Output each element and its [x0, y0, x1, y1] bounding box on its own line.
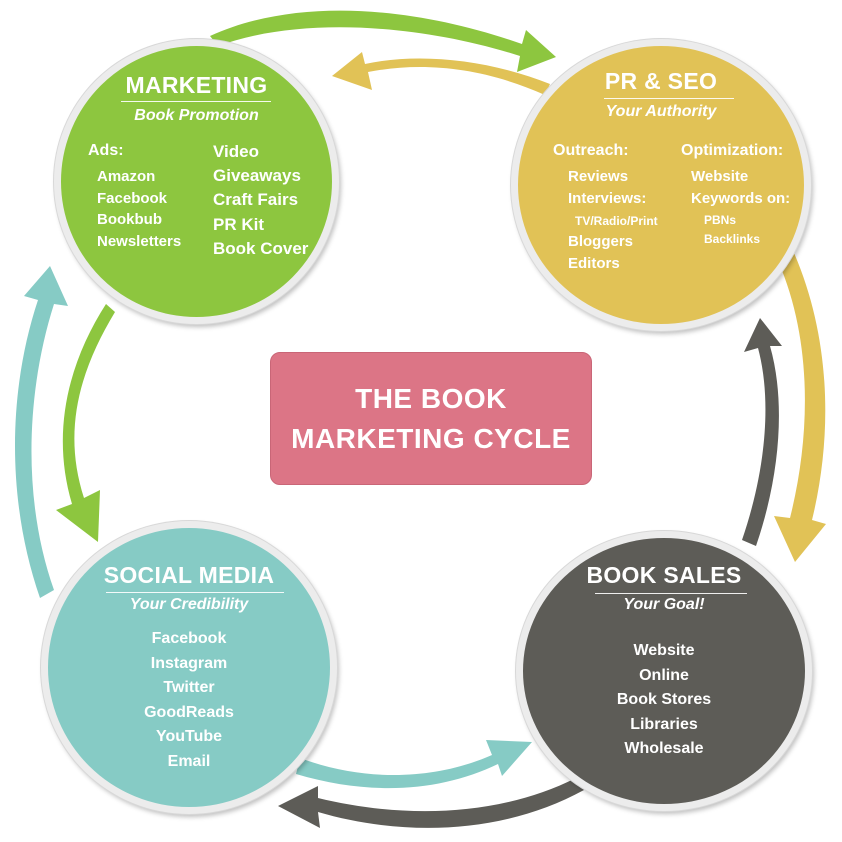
- pr-seo-outreach-item: Reviews: [568, 168, 629, 185]
- marketing-ad-item: Amazon: [97, 168, 156, 185]
- book-sales-item: Libraries: [630, 715, 698, 733]
- arrow-marketing-to-pr: [210, 10, 556, 72]
- marketing-title: MARKETING: [125, 72, 268, 98]
- pr-seo-keyword-item: Backlinks: [704, 232, 761, 246]
- social-media-item: Facebook: [151, 630, 227, 647]
- book-sales-node: BOOK SALES Your Goal! Website Online Boo…: [516, 531, 812, 811]
- arrow-sales-to-pr: [742, 318, 782, 546]
- arrow-marketing-to-social: [56, 304, 115, 542]
- book-sales-subtitle: Your Goal!: [623, 596, 705, 613]
- marketing-item: Craft Fairs: [213, 190, 299, 209]
- pr-seo-outreach-item: Editors: [568, 255, 620, 272]
- pr-seo-title: PR & SEO: [604, 68, 718, 94]
- pr-seo-outreach-item: Bloggers: [568, 233, 634, 250]
- marketing-ad-item: Bookbub: [97, 211, 162, 228]
- social-media-item: Instagram: [150, 654, 228, 672]
- book-sales-list: Website Online Book Stores Libraries Who…: [523, 639, 805, 762]
- center-title-line: MARKETING CYCLE: [291, 422, 571, 454]
- book-sales-item: Website: [633, 642, 695, 659]
- book-sales-item: Book Stores: [616, 691, 712, 709]
- book-sales-item: Online: [639, 666, 689, 684]
- marketing-item: Video: [213, 142, 259, 161]
- social-media-item: Email: [167, 752, 211, 770]
- marketing-ad-item: Facebook: [97, 190, 168, 207]
- social-media-item: YouTube: [155, 728, 223, 746]
- pr-seo-outreach-label: Outreach:: [553, 142, 629, 159]
- social-media-list: Facebook Instagram Twitter GoodReads You…: [48, 627, 330, 775]
- marketing-node: MARKETING Book Promotion Ads: Amazon Fac…: [54, 39, 339, 324]
- social-media-title: SOCIAL MEDIA: [103, 562, 275, 588]
- arrow-sales-to-social: [278, 778, 584, 828]
- pr-seo-media-types: TV/Radio/Print: [575, 214, 658, 228]
- pr-seo-node: PR & SEO Your Authority Outreach: Review…: [511, 39, 811, 331]
- marketing-ad-item: Newsletters: [97, 233, 182, 250]
- book-sales-title-rule: [595, 593, 747, 594]
- social-media-node: SOCIAL MEDIA Your Credibility Facebook I…: [41, 521, 337, 814]
- social-media-title-rule: [106, 592, 284, 593]
- pr-seo-outreach-item: Interviews:: [568, 190, 647, 207]
- arrow-pr-to-sales: [774, 244, 826, 562]
- arrow-pr-to-marketing: [332, 52, 550, 95]
- center-title-box: THE BOOK MARKETING CYCLE: [270, 352, 592, 485]
- pr-seo-optimization-label: Optimization:: [681, 142, 784, 159]
- pr-seo-title-rule: [604, 98, 734, 99]
- marketing-subtitle: Book Promotion: [134, 107, 259, 124]
- marketing-ads-label: Ads:: [88, 142, 124, 159]
- pr-seo-optimization-item: Website: [691, 168, 749, 185]
- marketing-item: PR Kit: [213, 215, 264, 234]
- social-media-item: Twitter: [163, 679, 215, 697]
- social-media-subtitle: Your Credibility: [129, 596, 249, 613]
- pr-seo-keyword-item: PBNs: [704, 213, 737, 227]
- marketing-item: Book Cover: [213, 239, 309, 258]
- book-sales-title: BOOK SALES: [586, 562, 742, 588]
- arrow-social-to-marketing: [15, 266, 68, 598]
- center-title-line: THE BOOK: [355, 382, 507, 414]
- marketing-title-rule: [121, 101, 271, 102]
- marketing-item: Giveaways: [213, 166, 301, 185]
- pr-seo-subtitle: Your Authority: [605, 103, 717, 120]
- social-media-item: GoodReads: [144, 703, 234, 721]
- pr-seo-optimization-item: Keywords on:: [691, 190, 791, 207]
- book-sales-item: Wholesale: [624, 740, 704, 758]
- arrow-social-to-sales: [296, 740, 532, 789]
